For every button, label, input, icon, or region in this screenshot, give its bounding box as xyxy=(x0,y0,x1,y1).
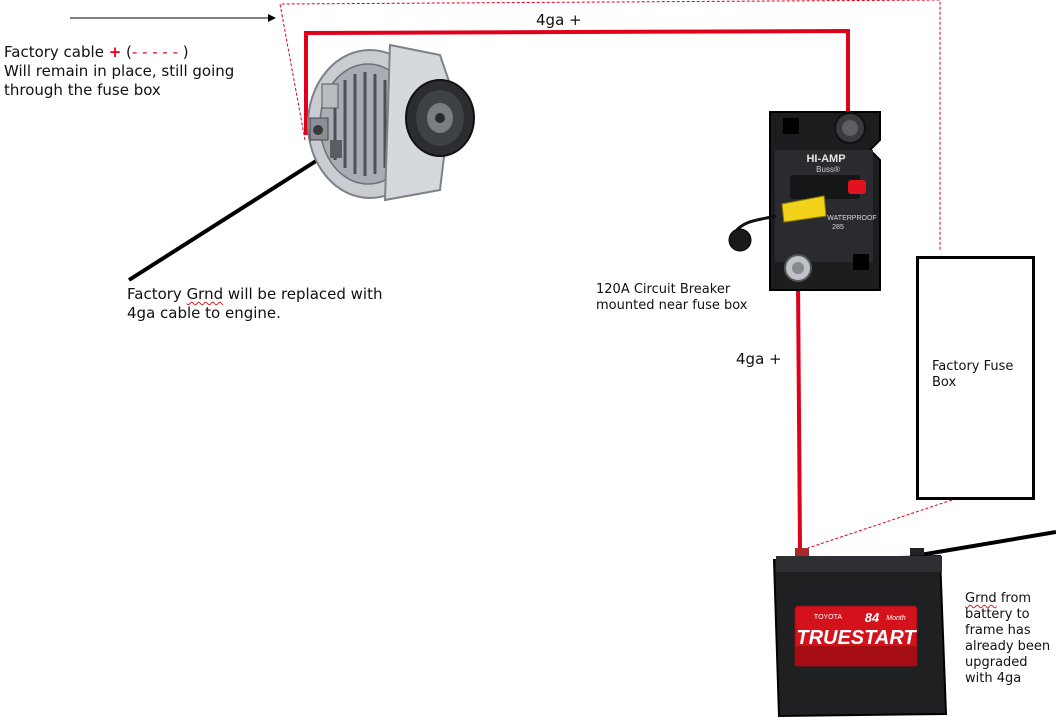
fuse-box-label-line1: Factory Fuse xyxy=(932,359,1014,374)
factory-cable-prefix-text: Factory cable xyxy=(4,43,109,61)
ground-note-suffix: will be replaced with xyxy=(223,285,383,303)
battery-ground-note-line3: frame has xyxy=(965,623,1031,638)
positive-wire-vertical xyxy=(796,281,802,551)
pointer-arrow xyxy=(70,14,276,22)
battery-brand-text: TRUESTART xyxy=(796,627,917,649)
alternator-ground-cable xyxy=(127,145,340,282)
factory-cable-dash-legend: - - - - - xyxy=(131,43,179,61)
fuse-box-label-line2: Box xyxy=(932,375,957,390)
factory-cable-note-line2: Will remain in place, still going xyxy=(4,62,235,80)
factory-fuse-box: Factory Fuse Box xyxy=(916,256,1035,500)
fuse-box-label: Factory Fuse Box xyxy=(932,359,1013,391)
positive-wire-top xyxy=(304,28,850,135)
battery-ground-note-line4: already been xyxy=(965,639,1051,654)
ground-note-grnd-word: Grnd xyxy=(186,285,224,303)
circuit-breaker-label: 120A Circuit Breaker mounted near fuse b… xyxy=(596,282,747,314)
battery-maker-text: TOYOTA xyxy=(814,614,842,621)
factory-cable-dashed-line-lower xyxy=(807,499,953,549)
battery-month-word-text: Month xyxy=(886,615,906,622)
battery-ground-cable xyxy=(919,530,1056,557)
breaker-model-text: 285 xyxy=(832,224,844,231)
ground-note-prefix: Factory xyxy=(127,285,187,303)
breaker-sub-text: Buss® xyxy=(816,165,840,174)
top-wire-label: 4ga + xyxy=(536,11,582,29)
battery-ground-note-line1: Grnd from xyxy=(965,591,1050,607)
battery-ground-grnd-word: Grnd xyxy=(965,591,997,606)
battery-ground-note: Grnd from battery to frame has already b… xyxy=(965,591,1050,687)
alternator-ground-note-line1: Factory Grnd will be replaced with xyxy=(127,285,383,304)
alternator-ground-note-line2: 4ga cable to engine. xyxy=(127,304,281,322)
alternator-ground-note: Factory Grnd will be replaced with 4ga c… xyxy=(127,285,383,323)
factory-cable-note-line3: through the fuse box xyxy=(4,81,161,99)
circuit-breaker-label-line2: mounted near fuse box xyxy=(596,298,748,313)
breaker-waterproof-text: WATERPROOF xyxy=(827,215,876,222)
circuit-breaker-image: HI-AMP Buss® WATERPROOF 285 xyxy=(728,111,881,291)
factory-cable-note-line1: Factory cable + (- - - - - ) xyxy=(4,43,234,62)
battery-ground-note-line2: battery to xyxy=(965,607,1030,622)
alternator-image xyxy=(307,43,475,202)
circuit-breaker-label-line1: 120A Circuit Breaker xyxy=(596,282,731,297)
battery-months-text: 84 xyxy=(865,610,880,625)
vertical-wire-label: 4ga + xyxy=(736,350,782,368)
factory-cable-paren-open: ( xyxy=(121,43,132,61)
battery-ground-note-line5: upgraded xyxy=(965,655,1028,670)
factory-cable-note: Factory cable + (- - - - - ) Will remain… xyxy=(4,43,234,100)
battery-ground-line1-suffix: from xyxy=(996,591,1032,606)
battery-ground-note-line6: with 4ga xyxy=(965,671,1022,686)
battery-image: TOYOTA 84 Month TRUESTART xyxy=(772,548,948,718)
factory-cable-plus-sign: + xyxy=(108,43,122,61)
factory-cable-paren-close: ) xyxy=(178,43,189,61)
breaker-brand-text: HI-AMP xyxy=(806,153,845,165)
